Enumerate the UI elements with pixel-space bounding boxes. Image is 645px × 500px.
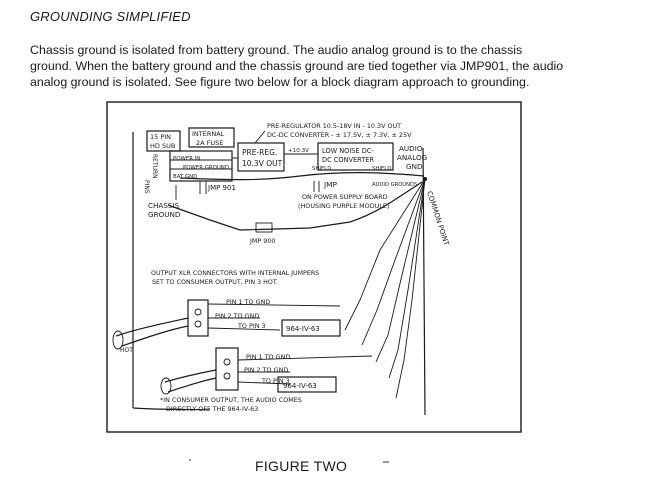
chassis-return-wire	[167, 181, 423, 231]
footnote-1: *IN CONSUMER OUTPUT, THE AUDIO COMES	[160, 396, 302, 404]
return-pins-label-1: RETURN	[151, 154, 158, 179]
audio-gnd-label-1: AUDIO	[399, 144, 423, 153]
prereg-wires	[232, 153, 318, 159]
fuse-label-1: INTERNAL	[192, 130, 225, 138]
dcdc-converter-block	[317, 142, 394, 171]
upper-xlr-pin	[194, 320, 202, 328]
upper-xlr-pin	[194, 308, 202, 316]
shield-left-label: SHIELD	[312, 166, 331, 172]
dcdc-label-1: LOW NOISE DC-	[322, 147, 374, 155]
battery-ground-label: BAT GND	[173, 174, 197, 180]
xlr-note-1: OUTPUT XLR CONNECTORS WITH INTERNAL JUMP…	[151, 270, 319, 277]
cable-end	[112, 330, 124, 350]
upper-xlr-body	[187, 299, 209, 337]
lower-module-block	[277, 376, 337, 393]
fan-wire	[395, 178, 426, 399]
prereg-block	[237, 142, 285, 172]
lower-pin-wires	[237, 355, 373, 385]
hot-label: HOT	[120, 347, 133, 354]
prereg-output-label: +10.3V	[288, 148, 309, 154]
shield-right-label: SHIELD	[372, 166, 391, 172]
lower-module-label: 964-IV-63	[283, 382, 317, 390]
intro-line: analog ground is isolated. See figure tw…	[30, 75, 530, 89]
upper-pin2-label: PIN 2 TO GND	[215, 312, 259, 320]
jmp901-label: JMP 901	[207, 184, 236, 192]
lower-xlr-body	[215, 347, 239, 391]
lower-pin2-label: PIN 2 TO GND	[244, 366, 288, 374]
fan-wire	[361, 178, 426, 346]
upper-module-block	[281, 319, 341, 337]
connector-label-2: HD SUB	[150, 142, 175, 150]
scan-mark	[189, 459, 191, 461]
audio-gnd-label-3: GND	[406, 162, 423, 171]
power-ground-label: POWER GROUND	[183, 165, 229, 171]
footnote-2: DIRECTLY OFF THE 964-IV-63	[166, 405, 258, 413]
fuse-box	[188, 127, 235, 148]
common-point-label: COMMON POINT	[425, 190, 450, 247]
ground-bus	[179, 172, 425, 181]
fan-wire	[344, 178, 426, 331]
figure-caption: FIGURE TWO	[255, 458, 348, 474]
prereg-note-arrow	[254, 130, 266, 144]
xlr-note-2: SET TO CONSUMER OUTPUT, PIN 3 HOT.	[152, 279, 278, 286]
lower-pin1-label: PIN 1 TO GND	[246, 353, 290, 361]
lower-pin3-label: TO PIN 3	[261, 377, 290, 385]
jmp901-pins	[199, 181, 207, 194]
input-wires	[170, 159, 232, 170]
psu-note-1: ON POWER SUPPLY BOARD	[302, 193, 388, 201]
connector-label-1: 15 PIN	[150, 133, 171, 141]
audio-gnd-label-2: ANALOG	[397, 153, 427, 162]
upper-pin-wires	[207, 303, 341, 331]
upper-xlr-cable	[115, 317, 189, 347]
dcdc-label-2: DC CONVERTER	[322, 156, 374, 164]
upper-module-label: 964-IV-63	[286, 325, 320, 333]
prereg-block-label-2: 10.3V OUT	[242, 159, 283, 168]
lower-xlr-cable	[164, 369, 217, 393]
prereg-note-2: DC-DC CONVERTER - ± 17.5V, ± 7.3V, ± 25V	[267, 131, 412, 139]
jmp900-label: JMP 900	[249, 237, 275, 245]
connector-box	[146, 130, 181, 152]
jmp-label: JMP	[323, 180, 338, 189]
fan-wire	[388, 178, 426, 379]
intro-line: Chassis ground is isolated from battery …	[30, 43, 523, 57]
page-heading: GROUNDING SIMPLIFIED	[30, 9, 191, 24]
lower-xlr-pin	[223, 372, 231, 380]
prereg-block-label-1: PRE-REG.	[242, 148, 277, 157]
lower-xlr-pin	[223, 358, 231, 366]
audio-grounds-label: AUDIO GROUNDS	[372, 182, 417, 188]
diagram-frame	[106, 101, 522, 433]
upper-pin3-label: TO PIN 3	[237, 322, 266, 330]
psu-note-2: (HOUSING PURPLE MODULE)	[298, 202, 389, 210]
jmp900-block	[255, 222, 273, 233]
intro-paragraph: Chassis ground is isolated from battery …	[30, 42, 605, 90]
power-in-label: POWER IN	[173, 156, 200, 162]
chassis-label-2: GROUND	[148, 210, 181, 219]
prereg-note-1: PRE-REGULATOR 10.5-18V IN - 10.3V OUT	[267, 122, 401, 130]
jmp-pins	[313, 181, 320, 192]
intro-line: ground. When the battery ground and the …	[30, 59, 564, 73]
upper-pin1-label: PIN 1 TO GND	[226, 298, 270, 306]
cable-end	[160, 377, 172, 395]
chassis-label-1: CHASSIS	[148, 201, 180, 210]
input-terminal-block	[169, 150, 233, 182]
fuse-label-2: 2A FUSE	[196, 139, 223, 147]
return-pins-label-2: PINS	[143, 180, 150, 194]
fan-wire	[375, 178, 426, 363]
